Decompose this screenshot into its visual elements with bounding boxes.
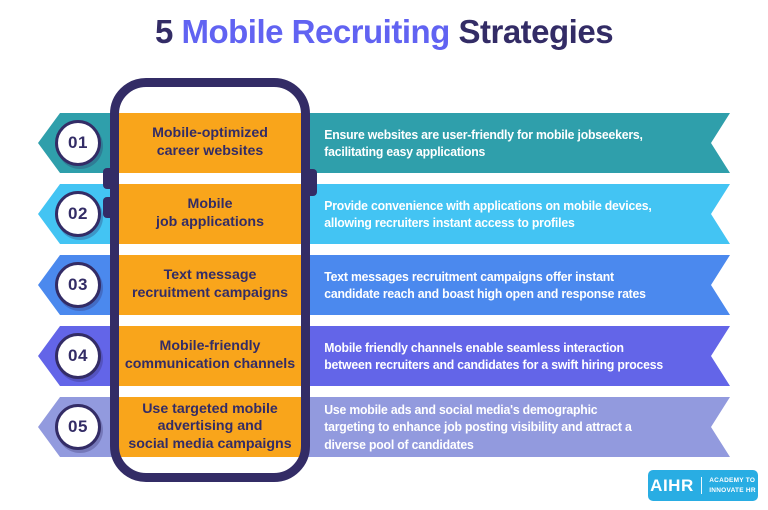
title-highlight: Mobile Recruiting: [181, 13, 450, 50]
strategy-label-1: Mobile-optimized career websites: [152, 125, 268, 159]
strategy-label-box-5: Use targeted mobile advertising and soci…: [117, 397, 303, 457]
strategy-label-box-4: Mobile-friendly communication channels: [117, 326, 303, 386]
strategy-label-box-1: Mobile-optimized career websites: [117, 113, 303, 173]
strategy-description-2: Provide convenience with applications on…: [324, 197, 652, 230]
strategy-banner-4: Mobile friendly channels enable seamless…: [306, 326, 730, 386]
strategy-label-2: Mobile job applications: [156, 196, 264, 230]
title-rest: Strategies: [458, 13, 614, 50]
aihr-logo: AIHR ACADEMY TO INNOVATE HR: [648, 470, 758, 501]
strategy-row-1: 01 Mobile-optimized career websites Ensu…: [0, 113, 768, 173]
strategy-row-4: 04 Mobile-friendly communication channel…: [0, 326, 768, 386]
strategy-row-2: 02 Mobile job applications Provide conve…: [0, 184, 768, 244]
strategy-banner-1: Ensure websites are user-friendly for mo…: [306, 113, 730, 173]
strategy-banner-2: Provide convenience with applications on…: [306, 184, 730, 244]
logo-divider: [700, 477, 703, 494]
strategy-banner-3: Text messages recruitment campaigns offe…: [306, 255, 730, 315]
step-badge-arrow-5: 05: [38, 397, 114, 457]
step-number-circle-1: 01: [55, 120, 101, 166]
aihr-logo-tagline: ACADEMY TO INNOVATE HR: [709, 477, 756, 494]
strategy-description-4: Mobile friendly channels enable seamless…: [324, 339, 664, 372]
step-number-circle-4: 04: [55, 333, 101, 379]
strategy-label-box-2: Mobile job applications: [117, 184, 303, 244]
step-number-circle-2: 02: [55, 191, 101, 237]
strategy-label-box-3: Text message recruitment campaigns: [117, 255, 303, 315]
page-title: 5 Mobile Recruiting Strategies: [0, 13, 768, 51]
step-number-circle-5: 05: [55, 404, 101, 450]
strategy-description-5: Use mobile ads and social media's demogr…: [324, 402, 632, 452]
aihr-logo-text: AIHR: [650, 475, 694, 495]
step-badge-arrow-3: 03: [38, 255, 114, 315]
strategy-label-4: Mobile-friendly communication channels: [124, 338, 296, 372]
step-badge-arrow-4: 04: [38, 326, 114, 386]
strategy-label-3: Text message recruitment campaigns: [131, 267, 289, 301]
strategy-row-3: 03 Text message recruitment campaigns Te…: [0, 255, 768, 315]
title-number: 5: [154, 13, 173, 50]
step-badge-arrow-2: 02: [38, 184, 114, 244]
strategy-description-3: Text messages recruitment campaigns offe…: [324, 268, 646, 301]
strategy-description-1: Ensure websites are user-friendly for mo…: [324, 126, 643, 159]
strategy-banner-5: Use mobile ads and social media's demogr…: [306, 397, 730, 457]
step-badge-arrow-1: 01: [38, 113, 114, 173]
step-number-circle-3: 03: [55, 262, 101, 308]
strategy-row-5: 05 Use targeted mobile advertising and s…: [0, 397, 768, 457]
strategy-label-5: Use targeted mobile advertising and soci…: [128, 400, 292, 452]
